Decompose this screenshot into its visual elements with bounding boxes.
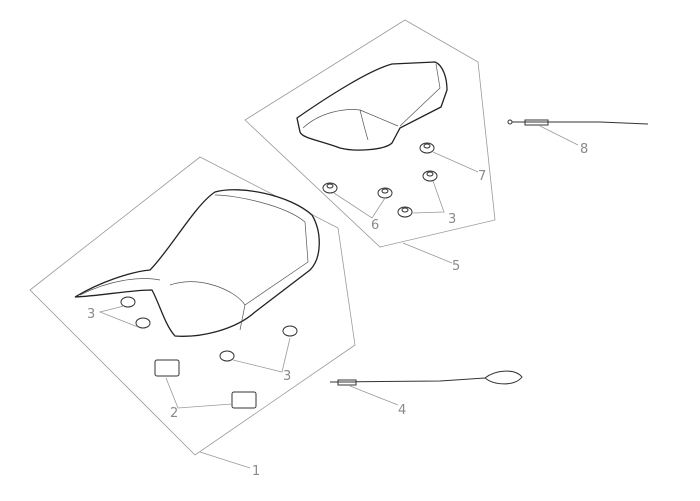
callout-3-rear: 3	[448, 212, 456, 227]
callout-4: 4	[398, 403, 406, 418]
front-bumpers	[120, 296, 298, 362]
rear-bumpers	[322, 142, 438, 218]
callout-7: 7	[478, 169, 486, 184]
callout-3-front-right: 3	[283, 369, 291, 384]
callout-2: 2	[170, 406, 178, 421]
callout-1: 1	[252, 464, 260, 479]
rear-seat-cowl	[296, 61, 448, 151]
rear-seat-cable	[507, 119, 649, 146]
front-brackets	[154, 359, 257, 409]
front-seat	[74, 189, 320, 337]
front-seat-cable	[329, 370, 523, 406]
front-seat-group	[29, 156, 356, 469]
front-group-outline	[29, 156, 356, 456]
rear-seat-group	[244, 19, 496, 264]
callout-3-front-left: 3	[87, 307, 95, 322]
callout-8: 8	[580, 142, 588, 157]
callout-5: 5	[452, 259, 460, 274]
callout-6: 6	[371, 218, 379, 233]
rear-group-outline	[244, 19, 496, 248]
